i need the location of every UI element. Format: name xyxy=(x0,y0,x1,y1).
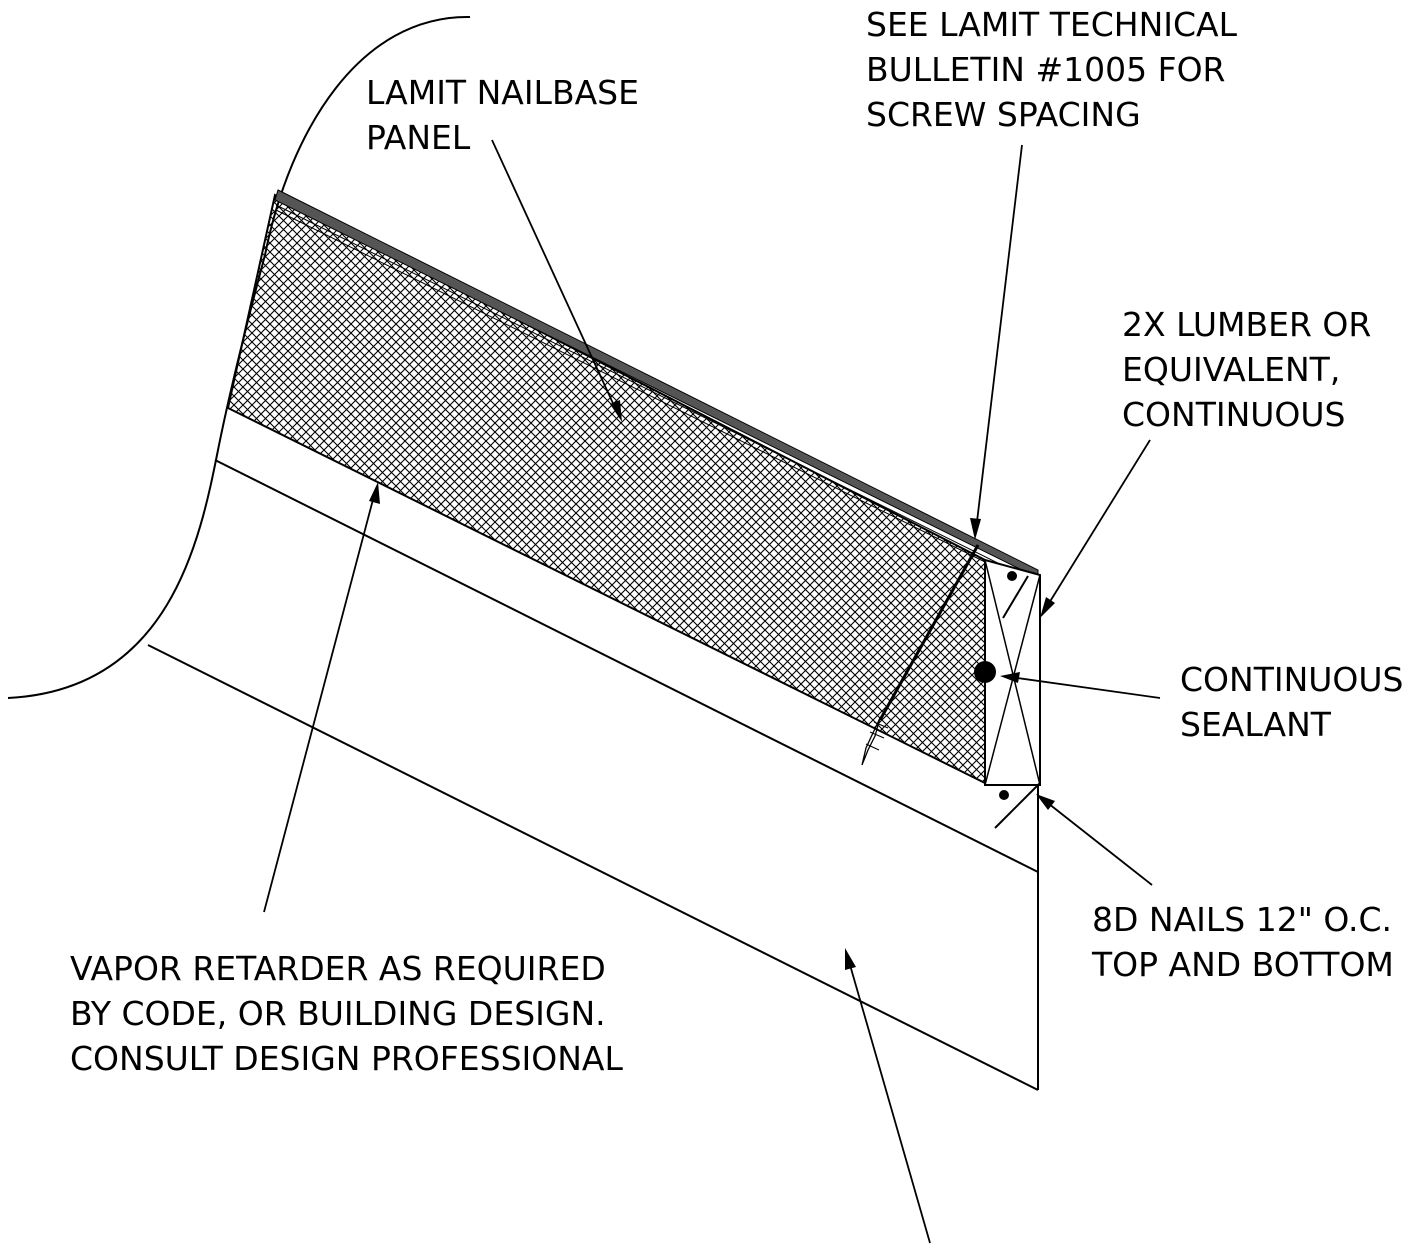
label-nails: 8D NAILS 12" O.C. TOP AND BOTTOM xyxy=(1091,900,1403,984)
label-screw-spacing: SEE LAMIT TECHNICAL BULLETIN #1005 FOR S… xyxy=(866,5,1248,134)
lumber-blocking xyxy=(984,558,1041,786)
label-nailbase-panel: LAMIT NAILBASE PANEL xyxy=(366,73,649,157)
label-vapor-retarder: VAPOR RETARDER AS REQUIRED BY CODE, OR B… xyxy=(70,949,623,1078)
leader-nailbase-panel xyxy=(491,139,622,422)
nailbase-panel-sheathing xyxy=(274,189,1039,584)
leader-sealant xyxy=(1000,672,1161,699)
screw xyxy=(861,544,980,766)
leader-screw-spacing xyxy=(970,144,1023,540)
leader-deck xyxy=(845,948,931,1244)
leader-vapor-retarder xyxy=(263,482,380,913)
label-lumber: 2X LUMBER OR EQUIVALENT, CONTINUOUS xyxy=(1122,305,1382,434)
leader-nails xyxy=(1036,794,1153,886)
nail-top xyxy=(1002,571,1029,619)
nail-bottom xyxy=(994,782,1041,829)
label-sealant: CONTINUOUS SEALANT xyxy=(1180,660,1414,744)
sealant-bead xyxy=(974,661,996,683)
leader-lumber xyxy=(1040,439,1151,618)
